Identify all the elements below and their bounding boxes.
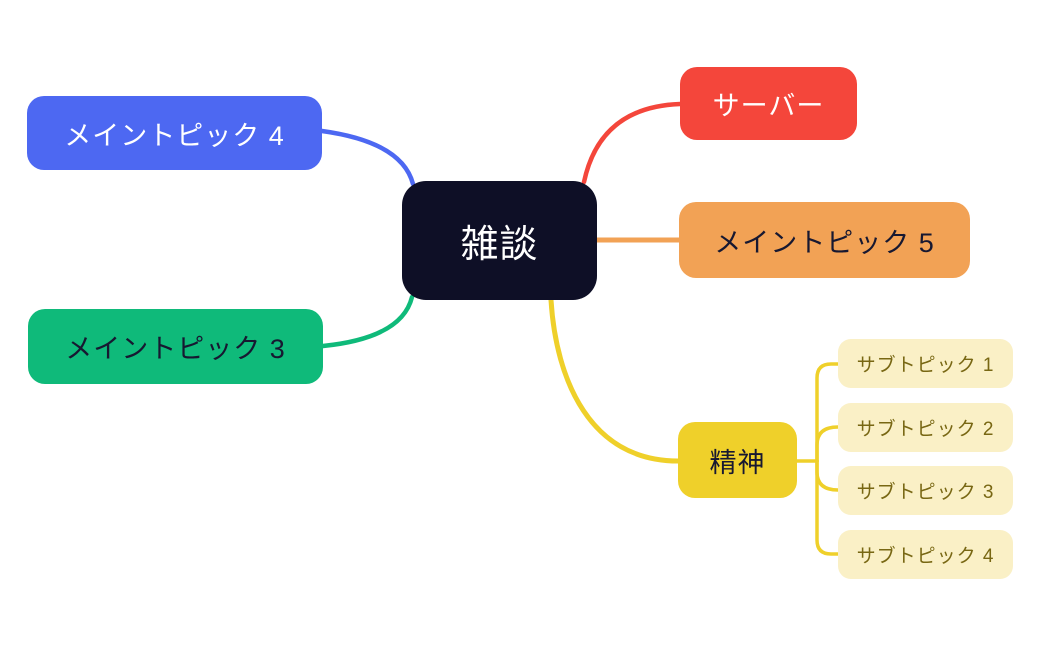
node-subtopic-2[interactable]: サブトピック 2 bbox=[838, 403, 1013, 452]
node-main-topic-3[interactable]: メイントピック 3 bbox=[28, 309, 323, 384]
node-root-topic[interactable]: 雑談 bbox=[402, 181, 597, 300]
node-main-topic-4[interactable]: メイントピック 4 bbox=[27, 96, 322, 170]
edge-bus-subtopic-3 bbox=[815, 459, 840, 492]
subtopic-1-label: サブトピック 1 bbox=[856, 355, 995, 376]
node-subtopic-4[interactable]: サブトピック 4 bbox=[838, 530, 1013, 579]
main-topic-5-label: メイントピック 5 bbox=[714, 227, 935, 258]
edge-root-server bbox=[581, 101, 683, 185]
edge-root-main-topic-3 bbox=[320, 294, 415, 349]
main-topic-4-label: メイントピック 4 bbox=[64, 120, 285, 151]
node-mental[interactable]: 精神 bbox=[678, 422, 797, 498]
edge-root-main-topic-4 bbox=[319, 128, 416, 187]
mental-label: 精神 bbox=[709, 447, 766, 478]
edge-bus-subtopic-2 bbox=[815, 425, 840, 463]
node-server[interactable]: サーバー bbox=[680, 67, 857, 140]
subtopic-4-label: サブトピック 4 bbox=[856, 546, 995, 567]
subtopic-3-label: サブトピック 3 bbox=[856, 482, 995, 503]
edge-bus-subtopic-4 bbox=[815, 459, 840, 556]
node-subtopic-1[interactable]: サブトピック 1 bbox=[838, 339, 1013, 388]
subtopic-2-label: サブトピック 2 bbox=[856, 419, 995, 440]
root-topic-label: 雑談 bbox=[460, 224, 539, 266]
edge-bus-subtopic-1 bbox=[815, 362, 840, 463]
node-subtopic-3[interactable]: サブトピック 3 bbox=[838, 466, 1013, 515]
server-label: サーバー bbox=[712, 91, 825, 121]
edge-root-mental bbox=[548, 297, 681, 464]
node-main-topic-5[interactable]: メイントピック 5 bbox=[679, 202, 970, 278]
main-topic-3-label: メイントピック 3 bbox=[65, 334, 286, 364]
